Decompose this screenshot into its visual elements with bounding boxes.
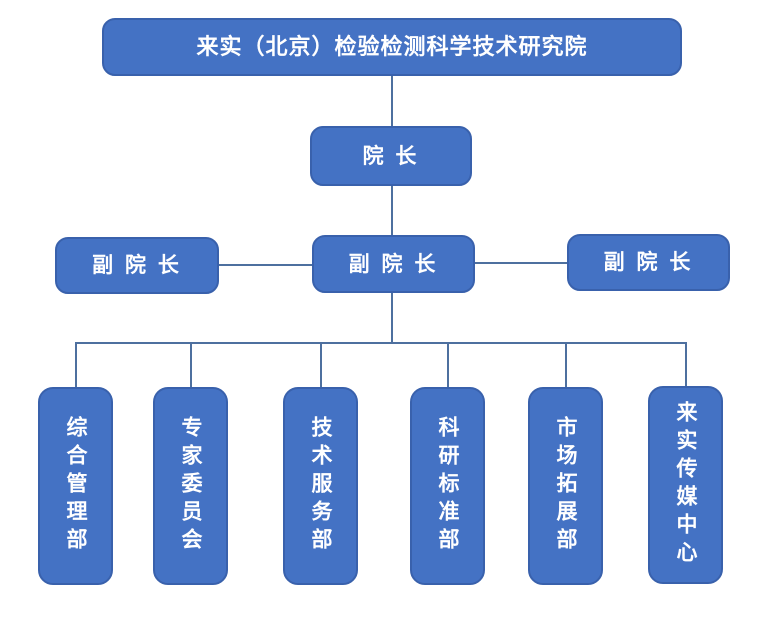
connector-drop-dept-market bbox=[565, 342, 567, 387]
org-box-dept-expert-committee-label: 专家委员会 bbox=[179, 416, 202, 556]
connector-drop-dept-research bbox=[447, 342, 449, 387]
connector-drop-dept-tech-service bbox=[320, 342, 322, 387]
org-box-institute-label: 来实（北京）检验检测科学技术研究院 bbox=[196, 34, 588, 59]
org-box-dept-media-center: 来实传媒中心 bbox=[648, 386, 723, 584]
org-box-dept-research-standards-label: 科研标准部 bbox=[436, 416, 459, 556]
org-box-vp-center: 副 院 长 bbox=[312, 235, 475, 293]
org-box-dept-market-expansion: 市场拓展部 bbox=[528, 387, 603, 585]
org-box-president: 院 长 bbox=[310, 126, 472, 186]
connector-vp-center-vp-right bbox=[475, 262, 567, 264]
org-box-dept-research-standards: 科研标准部 bbox=[410, 387, 485, 585]
org-box-vp-center-label: 副 院 长 bbox=[348, 252, 439, 276]
org-box-dept-technical-service: 技术服务部 bbox=[283, 387, 358, 585]
org-box-dept-market-expansion-label: 市场拓展部 bbox=[554, 416, 577, 556]
org-box-institute: 来实（北京）检验检测科学技术研究院 bbox=[102, 18, 682, 76]
connector-drop-dept-media bbox=[685, 342, 687, 386]
connector-bus-line bbox=[75, 342, 686, 344]
org-box-dept-general-management: 综合管理部 bbox=[38, 387, 113, 585]
org-box-dept-general-management-label: 综合管理部 bbox=[64, 416, 87, 556]
connector-drop-dept-experts bbox=[190, 342, 192, 387]
connector-institute-president bbox=[391, 76, 393, 126]
connector-president-vp-center bbox=[391, 186, 393, 235]
connector-vp-left-vp-center bbox=[219, 264, 312, 266]
org-box-vp-left-label: 副 院 长 bbox=[92, 254, 182, 277]
org-box-president-label: 院 长 bbox=[362, 144, 420, 168]
org-box-dept-technical-service-label: 技术服务部 bbox=[309, 416, 332, 556]
connector-drop-dept-general bbox=[75, 342, 77, 387]
connector-vp-center-bus bbox=[391, 293, 393, 342]
org-box-vp-right-label: 副 院 长 bbox=[603, 251, 694, 274]
org-box-dept-media-center-label: 来实传媒中心 bbox=[674, 401, 697, 569]
org-box-vp-right: 副 院 长 bbox=[567, 234, 730, 291]
org-box-dept-expert-committee: 专家委员会 bbox=[153, 387, 228, 585]
org-box-vp-left: 副 院 长 bbox=[55, 237, 219, 294]
